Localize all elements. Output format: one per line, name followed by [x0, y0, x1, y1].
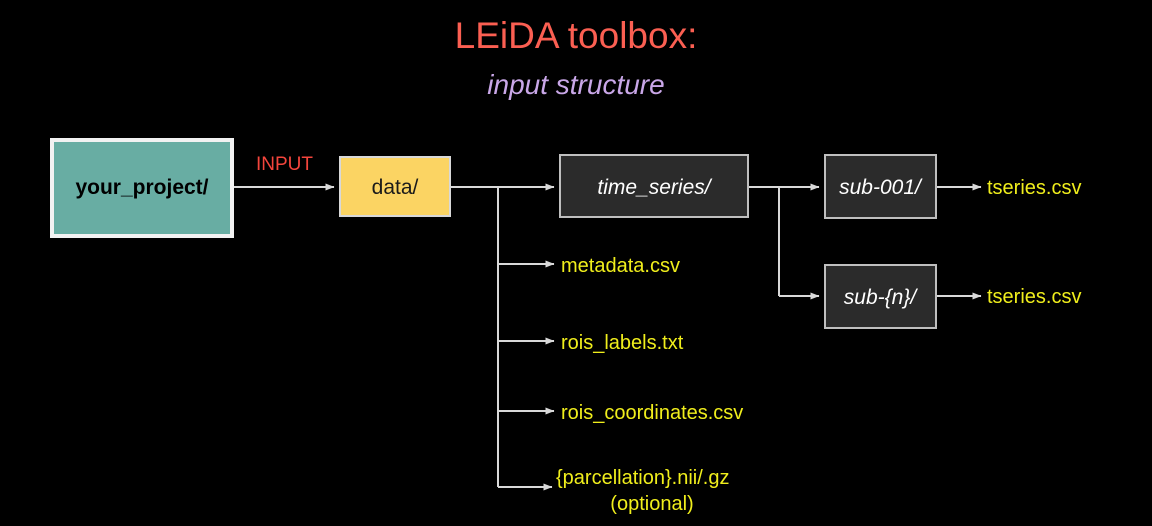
node-sub-001[interactable]: sub-001/	[824, 154, 937, 219]
node-your-project[interactable]: your_project/	[50, 138, 234, 238]
file-parcellation-nii: {parcellation}.nii/.gz	[556, 467, 729, 489]
node-sub-001-label: sub-001/	[839, 176, 923, 199]
node-sub-n-label: sub-{n}/	[844, 286, 919, 309]
node-data[interactable]: data/	[339, 156, 451, 217]
file-tseries-subn: tseries.csv	[987, 286, 1081, 308]
node-data-box[interactable]	[339, 156, 451, 217]
node-time-series-label: time_series/	[597, 176, 712, 199]
figure-title: LEiDA toolbox:	[455, 15, 698, 56]
node-data-label: data/	[372, 176, 419, 199]
edge-label-input: INPUT	[256, 154, 313, 175]
figure-subtitle: input structure	[487, 69, 664, 100]
node-sub-n-box[interactable]	[824, 264, 937, 329]
file-rois-labels-txt: rois_labels.txt	[561, 332, 684, 354]
node-sub-n[interactable]: sub-{n}/	[824, 264, 937, 329]
file-rois-coordinates-csv: rois_coordinates.csv	[561, 402, 743, 424]
node-sub-001-box[interactable]	[824, 154, 937, 219]
node-your-project-box[interactable]	[50, 138, 234, 238]
file-tseries-sub001: tseries.csv	[987, 177, 1081, 199]
node-time-series-box[interactable]	[559, 154, 749, 218]
file-parcellation-optional-note: (optional)	[610, 493, 693, 515]
node-time-series[interactable]: time_series/	[559, 154, 749, 218]
file-metadata-csv: metadata.csv	[561, 255, 680, 277]
node-your-project-label: your_project/	[75, 176, 208, 199]
